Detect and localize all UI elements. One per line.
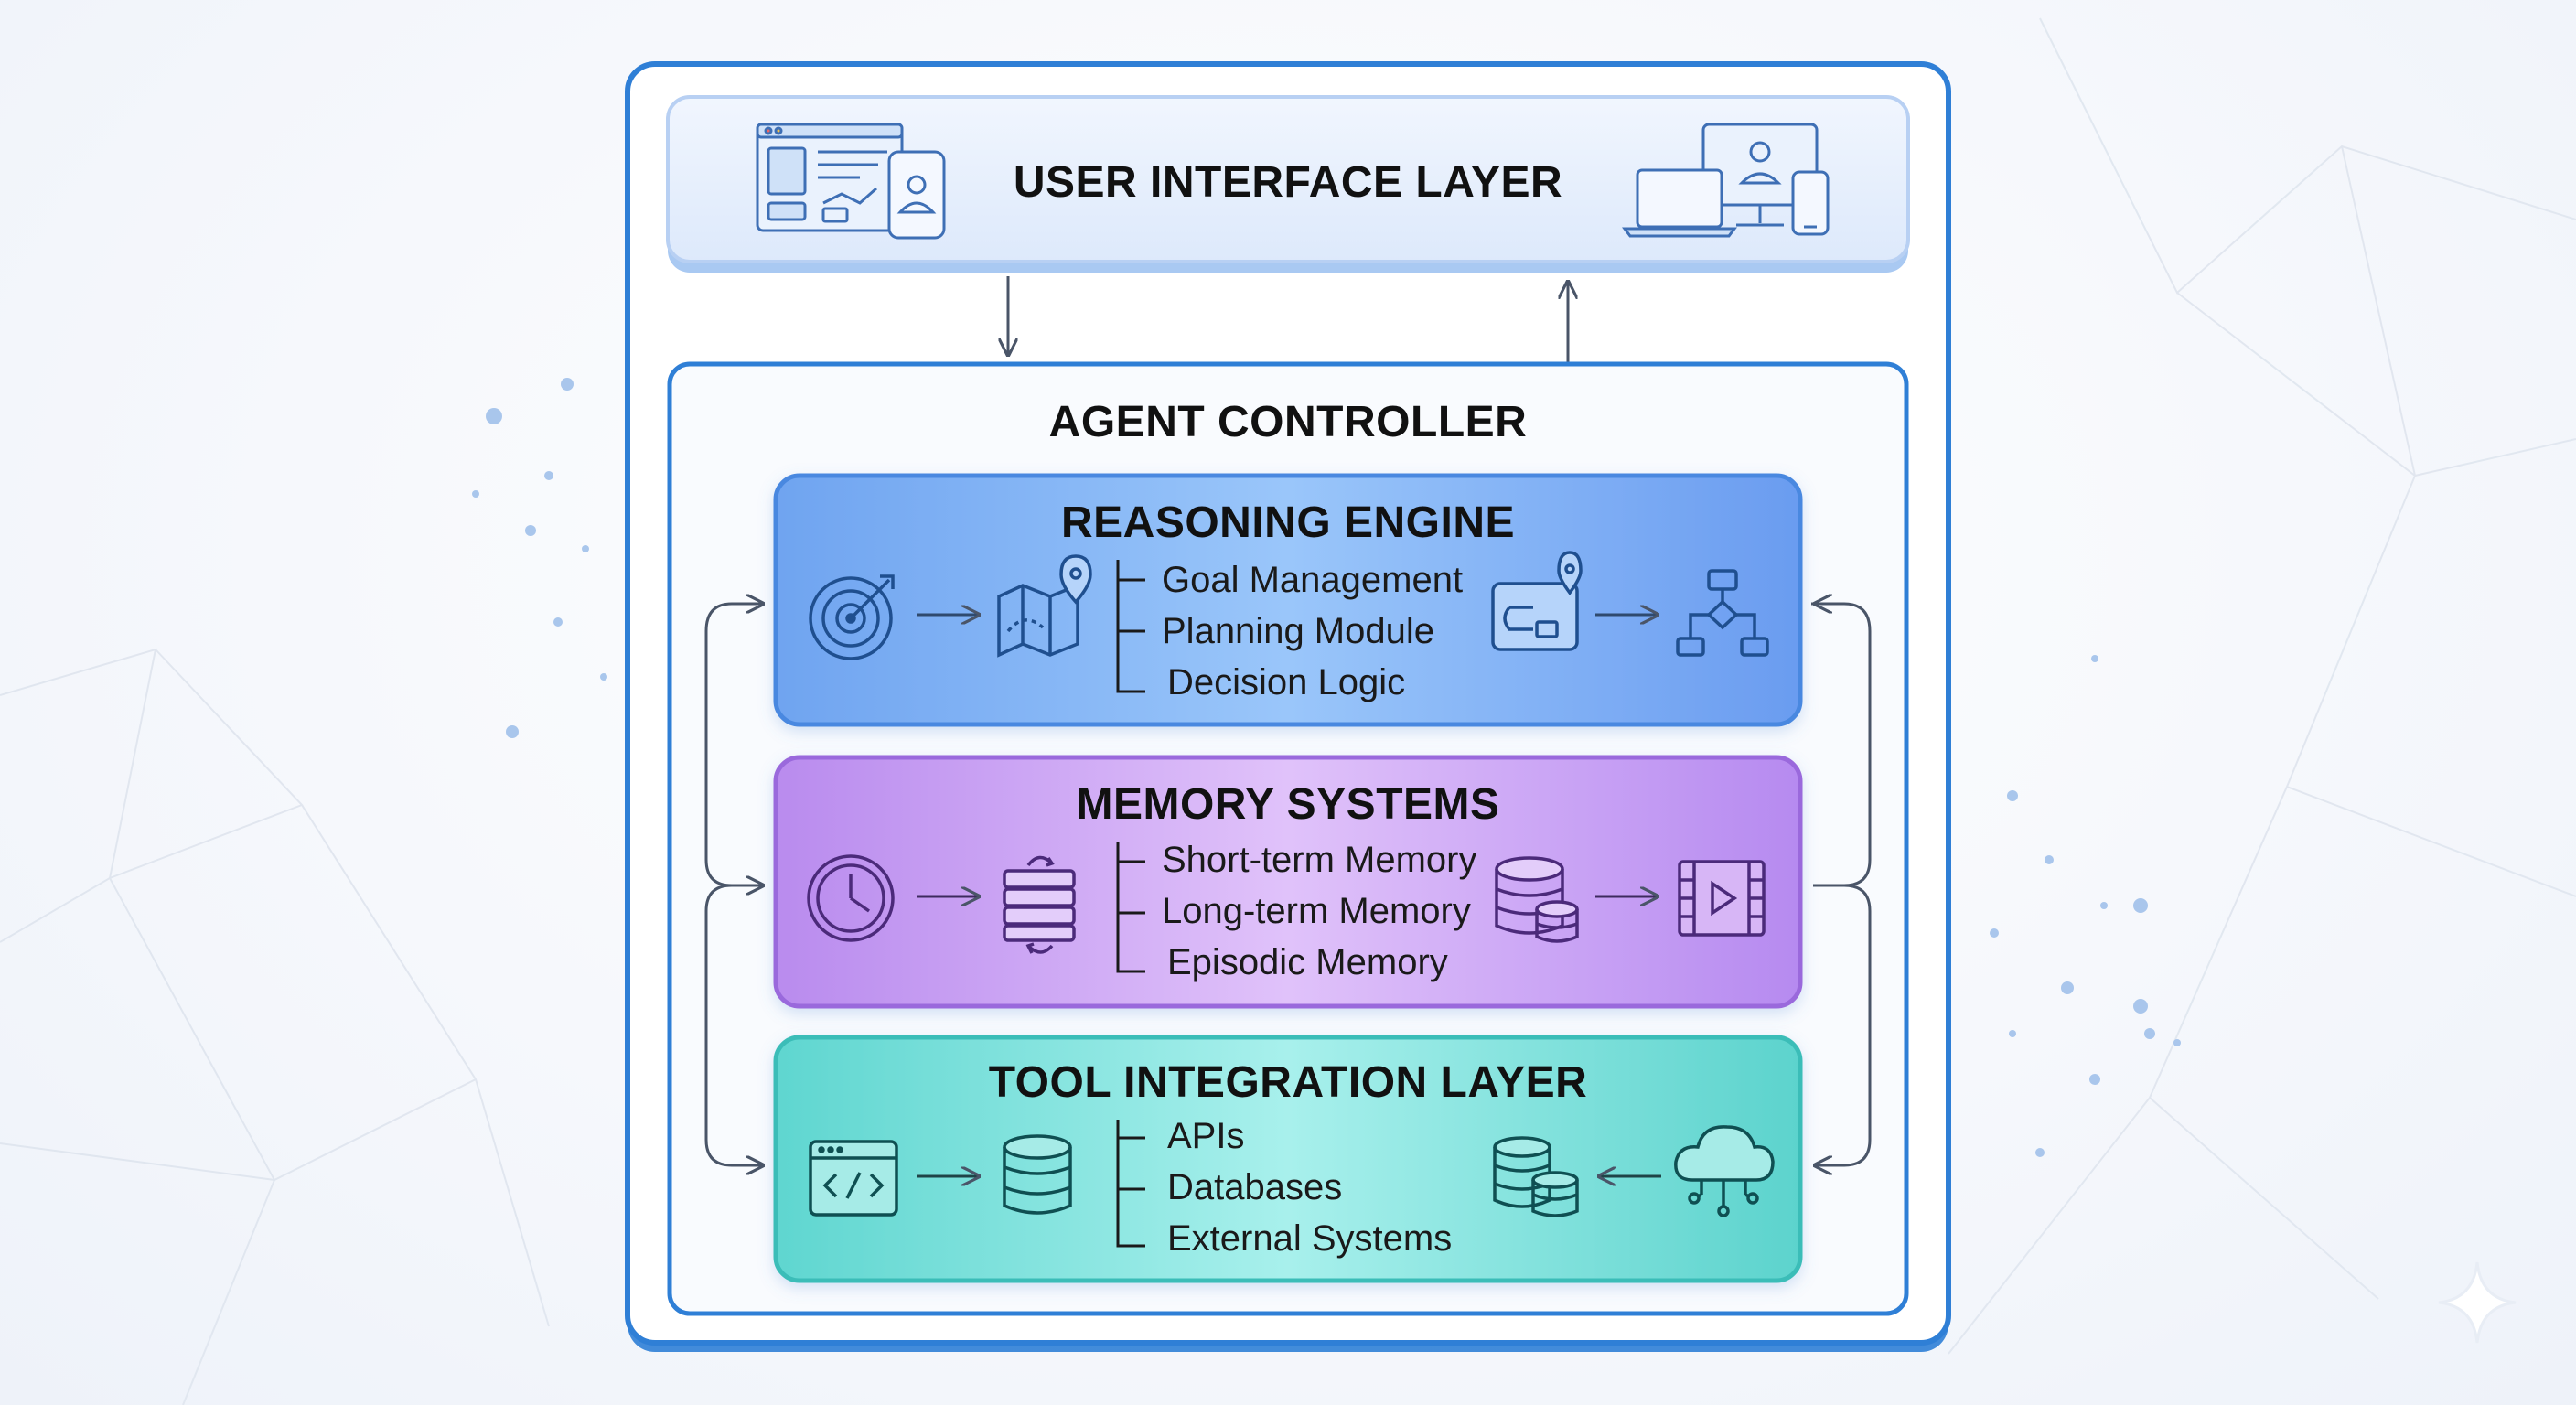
- reasoning-engine-title: REASONING ENGINE: [1060, 499, 1516, 547]
- background-dots: [472, 378, 2181, 1157]
- right-bracket-arrows: [1811, 604, 1872, 1165]
- ui-layer-title: USER INTERFACE LAYER: [1013, 158, 1563, 207]
- code-window-icon: [809, 1140, 898, 1217]
- target-icon: [809, 574, 895, 660]
- left-bracket-arrows: [704, 604, 763, 1165]
- tool-item-external: External Systems: [1167, 1218, 1453, 1259]
- reasoning-item-planning: Planning Module: [1162, 611, 1434, 651]
- devices-icon: [1622, 123, 1830, 238]
- flowchart-icon: [1676, 569, 1769, 657]
- tool-integration-title: TOOL INTEGRATION LAYER: [988, 1058, 1588, 1107]
- database-icon: [1003, 1134, 1072, 1215]
- memory-item-long-term: Long-term Memory: [1162, 891, 1471, 931]
- map-pin-icon: [997, 554, 1092, 658]
- background-network-lines: [0, 17, 2576, 1405]
- database-icon: [1495, 856, 1579, 943]
- memory-systems-title: MEMORY SYSTEMS: [1076, 780, 1500, 829]
- database-multi-icon: [1493, 1136, 1579, 1217]
- reasoning-engine-box: [773, 473, 1803, 727]
- reasoning-item-goal: Goal Management: [1162, 560, 1464, 600]
- video-icon: [1678, 860, 1766, 937]
- tool-integration-box: [773, 1035, 1803, 1283]
- tree-connectors: [1116, 560, 1145, 1248]
- tool-item-apis: APIs: [1167, 1116, 1245, 1156]
- ui-layer-box: [666, 95, 1910, 263]
- sparkle-icon: [2438, 1261, 2517, 1344]
- agent-controller-title: AGENT CONTROLLER: [1048, 398, 1528, 446]
- clock-icon: [807, 854, 895, 942]
- tool-item-databases: Databases: [1167, 1167, 1343, 1207]
- dashboard-mobile-icon: [756, 123, 946, 240]
- workflow-screen-icon: [1491, 551, 1583, 651]
- database-stack-icon: [1003, 855, 1076, 954]
- memory-item-episodic: Episodic Memory: [1167, 942, 1448, 982]
- memory-item-short-term: Short-term Memory: [1162, 840, 1477, 880]
- reasoning-item-decision: Decision Logic: [1167, 662, 1406, 702]
- cloud-network-icon: [1674, 1125, 1775, 1217]
